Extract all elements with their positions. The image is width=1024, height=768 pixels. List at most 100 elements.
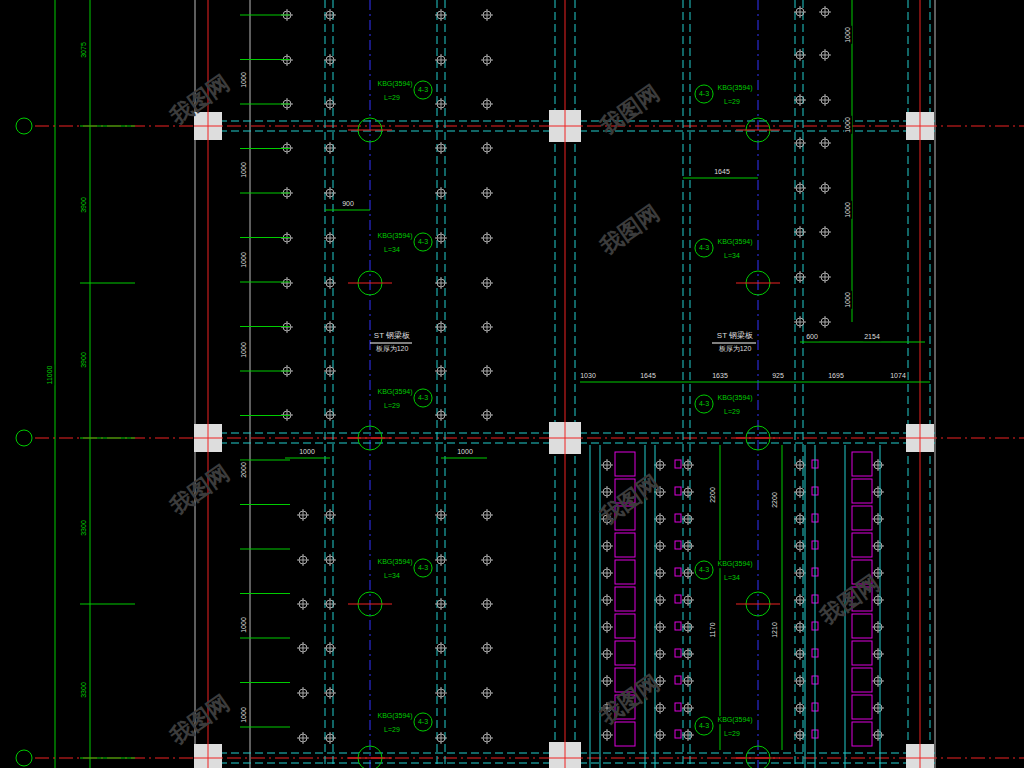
dimension-text: 1000 [240, 161, 248, 179]
pile-symbol [878, 729, 879, 741]
trench-mark [675, 568, 681, 576]
pile-symbol [688, 486, 689, 498]
dim-tick [240, 282, 290, 283]
dimension-text: 1000 [240, 341, 248, 359]
annotation: KBG(3594) [376, 232, 413, 240]
pile-symbol [800, 702, 801, 714]
axis-line [348, 130, 392, 131]
pile-symbol [487, 509, 488, 521]
trench-mark [675, 676, 681, 684]
dim-tick [240, 148, 290, 149]
pile-symbol [330, 409, 331, 421]
dim-line [325, 210, 370, 211]
trench-cell [615, 722, 635, 746]
pile-symbol [303, 687, 304, 699]
dim-tick [240, 193, 290, 194]
dim-tick [240, 682, 290, 683]
dimension-text: 1000 [240, 71, 248, 89]
pile-symbol [441, 642, 442, 654]
axis-line [565, 110, 566, 142]
pile-symbol [607, 621, 608, 633]
axis-line [565, 0, 566, 768]
axis-line [736, 438, 780, 439]
dimension-text: 11000 [46, 365, 54, 386]
pile-symbol [441, 232, 442, 244]
annotation: 4-3 [698, 722, 710, 730]
pile-symbol [800, 540, 801, 552]
pile-symbol [607, 594, 608, 606]
pile-symbol [607, 486, 608, 498]
pile-symbol [330, 365, 331, 377]
trench-cell [615, 533, 635, 557]
dim-tick [240, 371, 290, 372]
pile-symbol [800, 137, 801, 149]
pile-symbol [441, 554, 442, 566]
pile-symbol [441, 54, 442, 66]
trench-mark [675, 460, 681, 468]
wall-line [935, 0, 936, 768]
pile-symbol [878, 648, 879, 660]
pile-cap [746, 746, 770, 768]
pile-symbol [688, 513, 689, 525]
pile-symbol [607, 567, 608, 579]
annotation: L=29 [383, 94, 401, 102]
watermark: 我图网 [165, 71, 235, 130]
grid [55, 0, 935, 768]
trench-cell [852, 614, 872, 638]
annotation: L=34 [723, 574, 741, 582]
dimension-text: 1000 [844, 26, 852, 44]
trench-cell [852, 506, 872, 530]
dim-tick [240, 549, 290, 550]
pile-symbol [825, 94, 826, 106]
annotation: KBG(3594) [716, 84, 753, 92]
watermark: 我图网 [595, 471, 665, 530]
trench-cell [852, 533, 872, 557]
dimension-text: 1000 [240, 251, 248, 269]
axis-line [920, 424, 921, 452]
callout-tag [414, 233, 432, 251]
pile-symbol [487, 187, 488, 199]
pile-symbol [441, 9, 442, 21]
pile-symbol [487, 9, 488, 21]
center-line [758, 0, 759, 768]
pile-symbol [441, 277, 442, 289]
dim-tick [80, 758, 135, 759]
pile-symbol [441, 687, 442, 699]
pile-symbol [660, 702, 661, 714]
pile-symbol [303, 509, 304, 521]
trench-mark [675, 730, 681, 738]
pile-symbol [441, 509, 442, 521]
pile-symbol [800, 49, 801, 61]
pile-symbol [660, 459, 661, 471]
pile-symbol [878, 459, 879, 471]
pile-symbol [607, 459, 608, 471]
pile-symbol [330, 232, 331, 244]
center-line [370, 0, 371, 768]
beam-line [690, 0, 691, 768]
pile-symbol [487, 598, 488, 610]
annotation: 板厚为120 [375, 345, 410, 353]
dim-tick [240, 504, 290, 505]
annotation: KBG(3594) [376, 558, 413, 566]
pile-symbol [800, 6, 801, 18]
annotation: 4-3 [417, 238, 429, 246]
watermark: 我图网 [815, 571, 885, 630]
axis-line [348, 283, 392, 284]
trench-cell [615, 614, 635, 638]
pile-symbol [330, 9, 331, 21]
dim-tick [80, 126, 135, 127]
pile-symbol [607, 675, 608, 687]
axis-line [736, 604, 780, 605]
column [194, 112, 222, 140]
trench-cell [615, 641, 635, 665]
trench-cell [615, 560, 635, 584]
pile-symbol [607, 648, 608, 660]
dim-line [683, 178, 758, 179]
dimension-text: 1000 [844, 201, 852, 219]
column [549, 422, 581, 454]
dimension-text: 1000 [240, 706, 248, 724]
pile-symbol [487, 232, 488, 244]
pile-symbol [441, 98, 442, 110]
trench-mark [675, 622, 681, 630]
